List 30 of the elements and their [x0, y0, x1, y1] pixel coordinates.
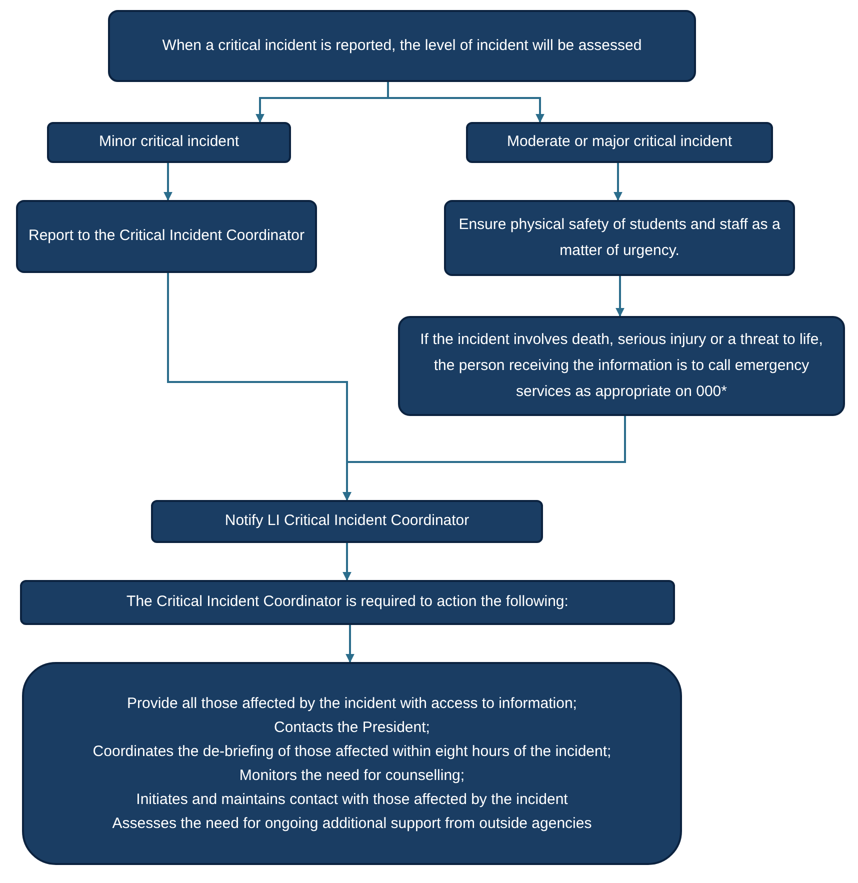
arrow: [614, 163, 622, 201]
arrow: [342, 543, 352, 581]
step-text: Assesses the need for ongoing additional support from outside agencies: [112, 814, 592, 834]
process-box: [108, 10, 696, 82]
step-text: Moderate or major critical incident: [506, 132, 732, 152]
step-text: Coordinates the de-briefing of those affected within eight hours of the incident;: [92, 742, 612, 762]
step-text: Report to the Critical Incident Coordinator: [28, 226, 304, 246]
process-box: [22, 662, 682, 865]
step-text: If the incident involves death, serious injury or a threat to life, the person receiving the information is to call emergency services as appropriate on 000*: [419, 330, 824, 402]
process-box: [398, 316, 845, 416]
step-text: Notify LI Critical Incident Coordinator: [224, 511, 470, 532]
step-text: Ensure physical safety of students and staff as a matter of urgency.: [458, 214, 782, 261]
arrow: [164, 163, 172, 201]
process-box: [16, 200, 317, 273]
step-text: When a critical incident is reported, the level of incident will be assessed: [162, 36, 642, 56]
process-box: [20, 580, 675, 625]
arrow: [387, 82, 544, 123]
step-text: Provide all those affected by the incident with access to information;: [127, 694, 577, 714]
arrow: [346, 625, 354, 663]
step-text: Minor critical incident: [98, 132, 240, 152]
arrow: [616, 276, 624, 317]
step-text: Initiates and maintains contact with those affected by the incident: [136, 790, 568, 810]
process-box: [466, 122, 773, 163]
step-text: Contacts the President;: [274, 718, 430, 738]
step-text: Monitors the need for counselling;: [239, 766, 465, 786]
process-box: [151, 500, 543, 543]
step-text: The Critical Incident Coordinator is required to action the following:: [126, 592, 568, 612]
process-box: [444, 200, 795, 276]
arrow: [342, 416, 626, 501]
process-box: [47, 122, 291, 163]
